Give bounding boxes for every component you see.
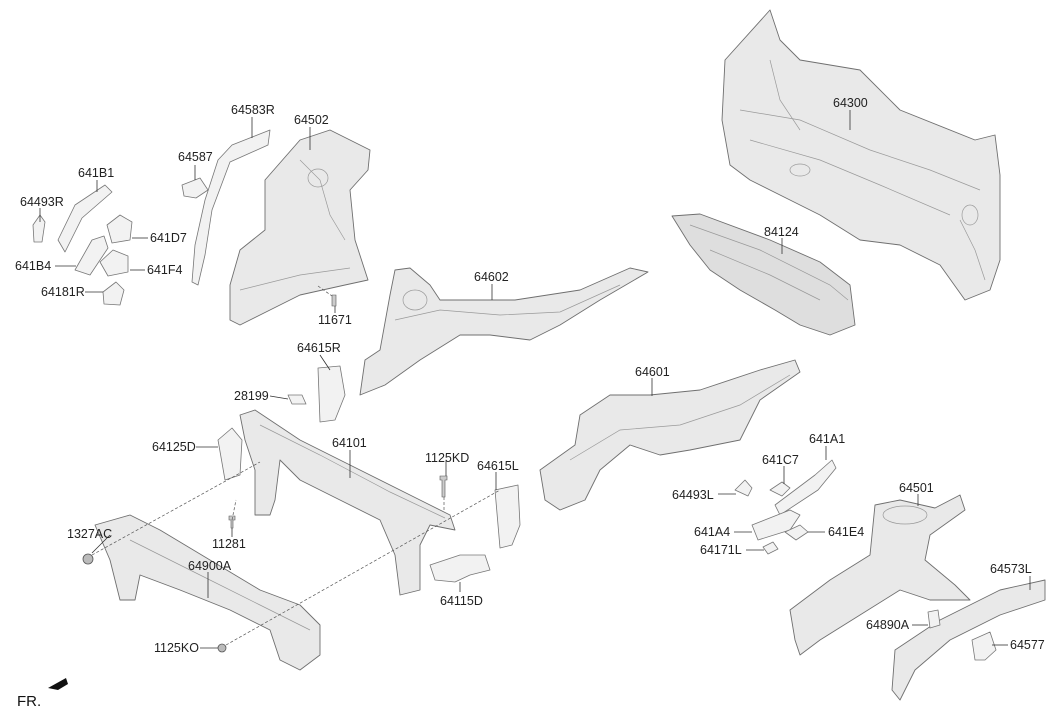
- small-parts-left: [32, 184, 133, 306]
- label-64181R: 64181R: [41, 285, 85, 299]
- bracket-64125D: [217, 427, 243, 481]
- label-641B4: 641B4: [15, 259, 51, 273]
- label-64601: 64601: [635, 365, 670, 379]
- clip-28199: [287, 394, 307, 405]
- bracket-64587: [181, 177, 209, 199]
- bracket-64615L: [494, 484, 521, 549]
- radiator-support-64101: [239, 409, 456, 596]
- cowl-panel-84124: [671, 213, 856, 336]
- label-64502: 64502: [294, 113, 329, 127]
- bumper-beam-64900A: [94, 514, 321, 671]
- label-641D7: 641D7: [150, 231, 187, 245]
- label-641C7: 641C7: [762, 453, 799, 467]
- label-641A1: 641A1: [809, 432, 845, 446]
- label-64583R: 64583R: [231, 103, 275, 117]
- label-641E4: 641E4: [828, 525, 864, 539]
- assembly-lines: [91, 285, 501, 646]
- label-64115D: 64115D: [440, 594, 483, 608]
- fasteners: [82, 294, 448, 653]
- wheelhouse-64501: [789, 494, 971, 656]
- side-member-64601: [539, 359, 801, 511]
- label-64900A: 64900A: [188, 559, 232, 573]
- label-84124: 84124: [764, 225, 799, 239]
- label-64125D: 64125D: [152, 440, 196, 454]
- label-1327AC: 1327AC: [67, 527, 112, 541]
- label-11281: 11281: [212, 537, 246, 551]
- part-labels: 64583R 64502 64587 641B1 64493R 641D7 64…: [15, 96, 1045, 710]
- label-64615L: 64615L: [477, 459, 519, 473]
- label-641F4: 641F4: [147, 263, 182, 277]
- bracket-64115D: [429, 554, 491, 583]
- label-64501: 64501: [899, 481, 934, 495]
- wheelhouse-64502: [229, 129, 371, 326]
- lower-rail-64573L: [891, 579, 1046, 701]
- label-64602: 64602: [474, 270, 509, 284]
- label-64101: 64101: [332, 436, 367, 450]
- front-direction-label: FR.: [17, 693, 41, 710]
- label-64171L: 64171L: [700, 543, 742, 557]
- label-64890A: 64890A: [866, 618, 910, 632]
- small-parts-right: [734, 459, 837, 555]
- bracket-64615R: [317, 365, 346, 423]
- label-64615R: 64615R: [297, 341, 341, 355]
- label-64493L: 64493L: [672, 488, 714, 502]
- label-64493R: 64493R: [20, 195, 64, 209]
- side-member-64602: [359, 267, 649, 396]
- label-64300: 64300: [833, 96, 868, 110]
- dash-panel-64300: [721, 9, 1001, 301]
- label-641A4: 641A4: [694, 525, 730, 539]
- label-64577: 64577: [1010, 638, 1045, 652]
- pillar-strip-64583R: [191, 129, 271, 286]
- label-28199: 28199: [234, 389, 269, 403]
- label-64573L: 64573L: [990, 562, 1032, 576]
- label-11671: 11671: [318, 313, 352, 327]
- label-1125KD: 1125KD: [425, 451, 469, 465]
- label-64587: 64587: [178, 150, 213, 164]
- front-direction-arrow-icon: [48, 678, 68, 690]
- label-1125KO: 1125KO: [154, 641, 199, 655]
- leader-lines: [39, 110, 1031, 649]
- small-parts-lower-right: [927, 609, 997, 661]
- label-641B1: 641B1: [78, 166, 114, 180]
